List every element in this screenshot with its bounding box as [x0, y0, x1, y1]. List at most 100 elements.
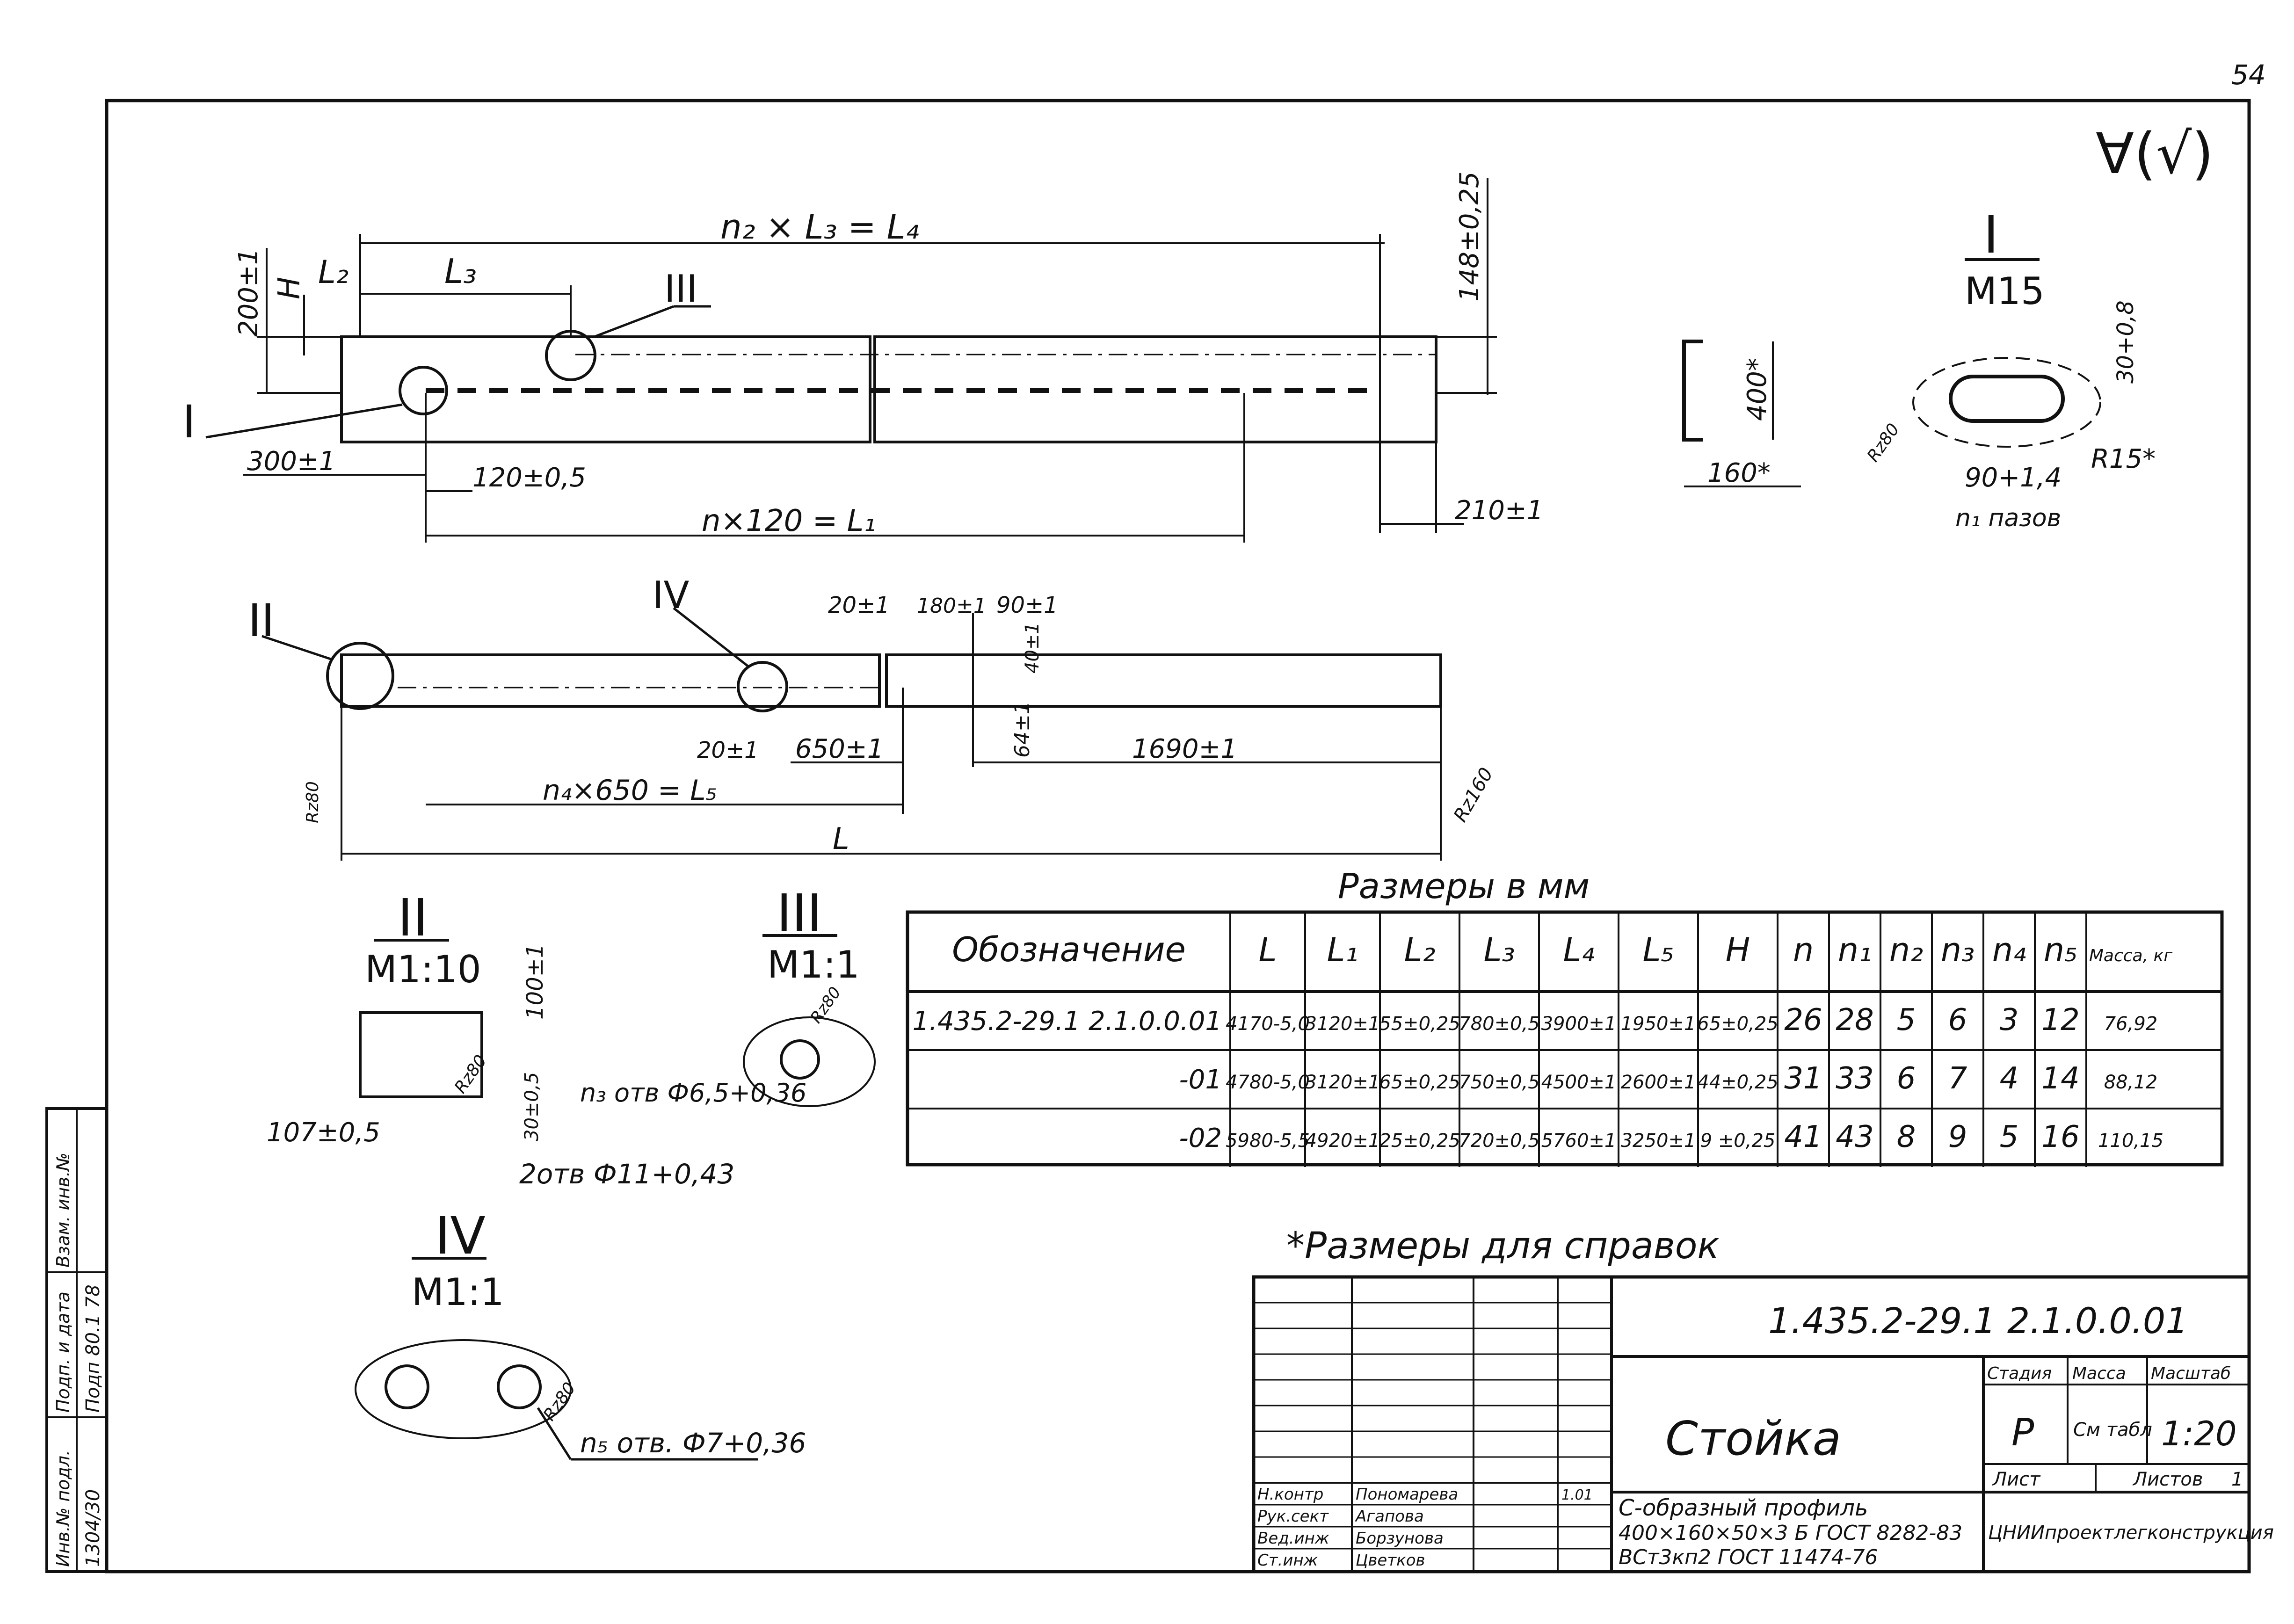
table-cell: 5980-5,5: [1226, 1130, 1310, 1152]
table-cell: 6: [1948, 1003, 1967, 1037]
tb-name-0: Пономарева: [1356, 1485, 1458, 1504]
table-cell: 4500±1: [1541, 1072, 1617, 1093]
table-cell: 8: [1897, 1120, 1916, 1154]
detail-II: II M1:10 100±1 107±0,5 30±0,5 Rz80 2отв …: [267, 888, 734, 1190]
table-border: [906, 910, 2224, 1167]
table-header-cell: L₃: [1483, 931, 1515, 969]
callout-circle-II: [326, 642, 394, 710]
label-650: 650±1: [795, 734, 884, 764]
table-cell: -02: [1179, 1123, 1222, 1153]
label-300: 300±1: [247, 446, 335, 477]
table-header-cell: L₅: [1642, 931, 1674, 969]
callout-label-I: I: [182, 396, 196, 448]
label-n1slots: n₁ пазов: [1955, 504, 2061, 532]
label-rz80e: Rz80: [540, 1379, 580, 1424]
tb-date-0: 1.01: [1561, 1487, 1593, 1503]
side-value-sign: Подп 80.1 78: [82, 1284, 104, 1413]
main-view-top: n₂ × L₃ = L₄ L₂ L₃ H 200±1 148±0,25 300±…: [182, 172, 1543, 543]
label-n2L3L4: n₂ × L₃ = L₄: [720, 207, 919, 246]
label-L1: n×120 = L₁: [702, 504, 876, 538]
roughness-symbol: ∀(√): [2096, 122, 2214, 187]
table-cell: 12: [2041, 1003, 2079, 1037]
table-cell: 3: [2000, 1003, 2019, 1037]
table-header-cell: Обозначение: [952, 930, 1186, 969]
page-number: 54: [2231, 59, 2266, 91]
tb-role-1: Рук.сект: [1257, 1507, 1329, 1526]
table-cell: 780±0,5: [1459, 1013, 1539, 1035]
table-header-cell: L₂: [1404, 931, 1435, 969]
detail-II-body: [359, 1011, 483, 1098]
table-header-cell: n₁: [1838, 931, 1872, 969]
label-30b: 30±0,5: [521, 1072, 543, 1141]
hole-6-5: [780, 1039, 820, 1080]
tb-stage-value: Р: [2011, 1411, 2034, 1454]
label-64: 64±1: [1010, 701, 1034, 758]
table-cell: 3120±1: [1305, 1013, 1380, 1035]
label-107: 107±0,5: [267, 1117, 380, 1148]
table-header-cell: n₂: [1889, 931, 1923, 969]
label-400: 400*: [1742, 358, 1772, 421]
table-cell: 76,92: [2104, 1013, 2158, 1035]
tb-designation: 1.435.2-29.1 2.1.0.0.01: [1768, 1300, 2188, 1341]
leader-II: [261, 635, 333, 661]
label-148: 148±0,25: [1454, 172, 1485, 302]
table-cell: 1.435.2-29.1 2.1.0.0.01: [913, 1006, 1222, 1037]
detail-IV: IV M1:1 n₅ отв. Ф7+0,36 Rz80: [355, 1206, 806, 1461]
tb-name: Стойка: [1665, 1411, 1841, 1466]
tb-name-1: Агапова: [1355, 1507, 1424, 1526]
sizes-note: Размеры в мм: [1338, 866, 1590, 906]
tb-sheets-label: Листов: [2132, 1469, 2203, 1490]
detail-III: III M1:1 n₃ отв Ф6,5+0,36 Rz80: [580, 883, 876, 1108]
table-cell: 5: [1897, 1003, 1916, 1037]
reference-note: *Размеры для справок: [1286, 1225, 1720, 1267]
table-cell: 44±0,25: [1697, 1072, 1778, 1093]
table-header-cell: n₄: [1992, 931, 2026, 969]
label-r15: R15*: [2091, 444, 2156, 474]
side-view: 20±1 180±1 90±1 40±1 64±1 20±1 650±1 169…: [248, 573, 1497, 861]
detail-I-outline: [1912, 357, 2101, 448]
label-160: 160*: [1707, 458, 1771, 488]
side-stamp: Инв.№ подл. Подп. и дата Взам. инв.№ 130…: [45, 1107, 108, 1573]
callout-label-III: III: [664, 267, 697, 311]
tb-material-3: ВСт3кп2 ГОСТ 11474-76: [1619, 1545, 1878, 1569]
table-cell: 26: [1784, 1003, 1822, 1037]
hole-7-a: [385, 1364, 429, 1409]
table-cell: 31: [1784, 1061, 1822, 1096]
table-cell: 28: [1836, 1003, 1873, 1037]
table-header-cell: L₁: [1327, 931, 1358, 969]
tb-scale-value: 1:20: [2161, 1414, 2237, 1453]
table-cell: 4170-5,0: [1226, 1013, 1310, 1035]
table-cell: 9 ±0,25: [1700, 1130, 1776, 1152]
leader-I: [205, 403, 403, 439]
label-210: 210±1: [1455, 495, 1543, 526]
table-cell: 4780-5,0: [1226, 1072, 1310, 1093]
table-cell: 720±0,5: [1459, 1130, 1539, 1152]
label-L2: L₂: [318, 254, 348, 291]
table-cell: 65±0,25: [1697, 1013, 1778, 1035]
callout-circle-IV: [737, 661, 788, 712]
tb-role-0: Н.контр: [1257, 1485, 1323, 1504]
table-cell: 43: [1836, 1120, 1873, 1154]
tb-name-3: Цветков: [1356, 1551, 1425, 1570]
side-label-replace: Взам. инв.№: [53, 1153, 73, 1268]
label-90s: 90+1,4: [1965, 463, 2062, 493]
table-cell: 3120±1: [1305, 1072, 1380, 1093]
side-value-inv: 1304/30: [82, 1489, 104, 1567]
table-header-cell: n: [1793, 931, 1814, 969]
table-header-cell: Масса, кг: [2089, 946, 2173, 965]
callout-circle-I: [399, 366, 448, 415]
detail-IV-scale: M1:1: [412, 1270, 504, 1314]
label-30: 30+0,8: [2113, 300, 2139, 384]
label-rz80c: Rz80: [451, 1051, 491, 1097]
title-block-border: [1252, 1275, 2251, 1573]
detail-II-scale: M1:10: [365, 948, 481, 991]
label-rz80b: Rz80: [1864, 420, 1903, 465]
detail-III-id: III: [777, 883, 822, 943]
table-cell: 3900±1: [1541, 1013, 1617, 1035]
table-cell: 41: [1784, 1120, 1822, 1154]
beam-side-left: [340, 653, 881, 708]
table-cell: 16: [2041, 1120, 2079, 1154]
table-cell: 750±0,5: [1459, 1072, 1539, 1093]
